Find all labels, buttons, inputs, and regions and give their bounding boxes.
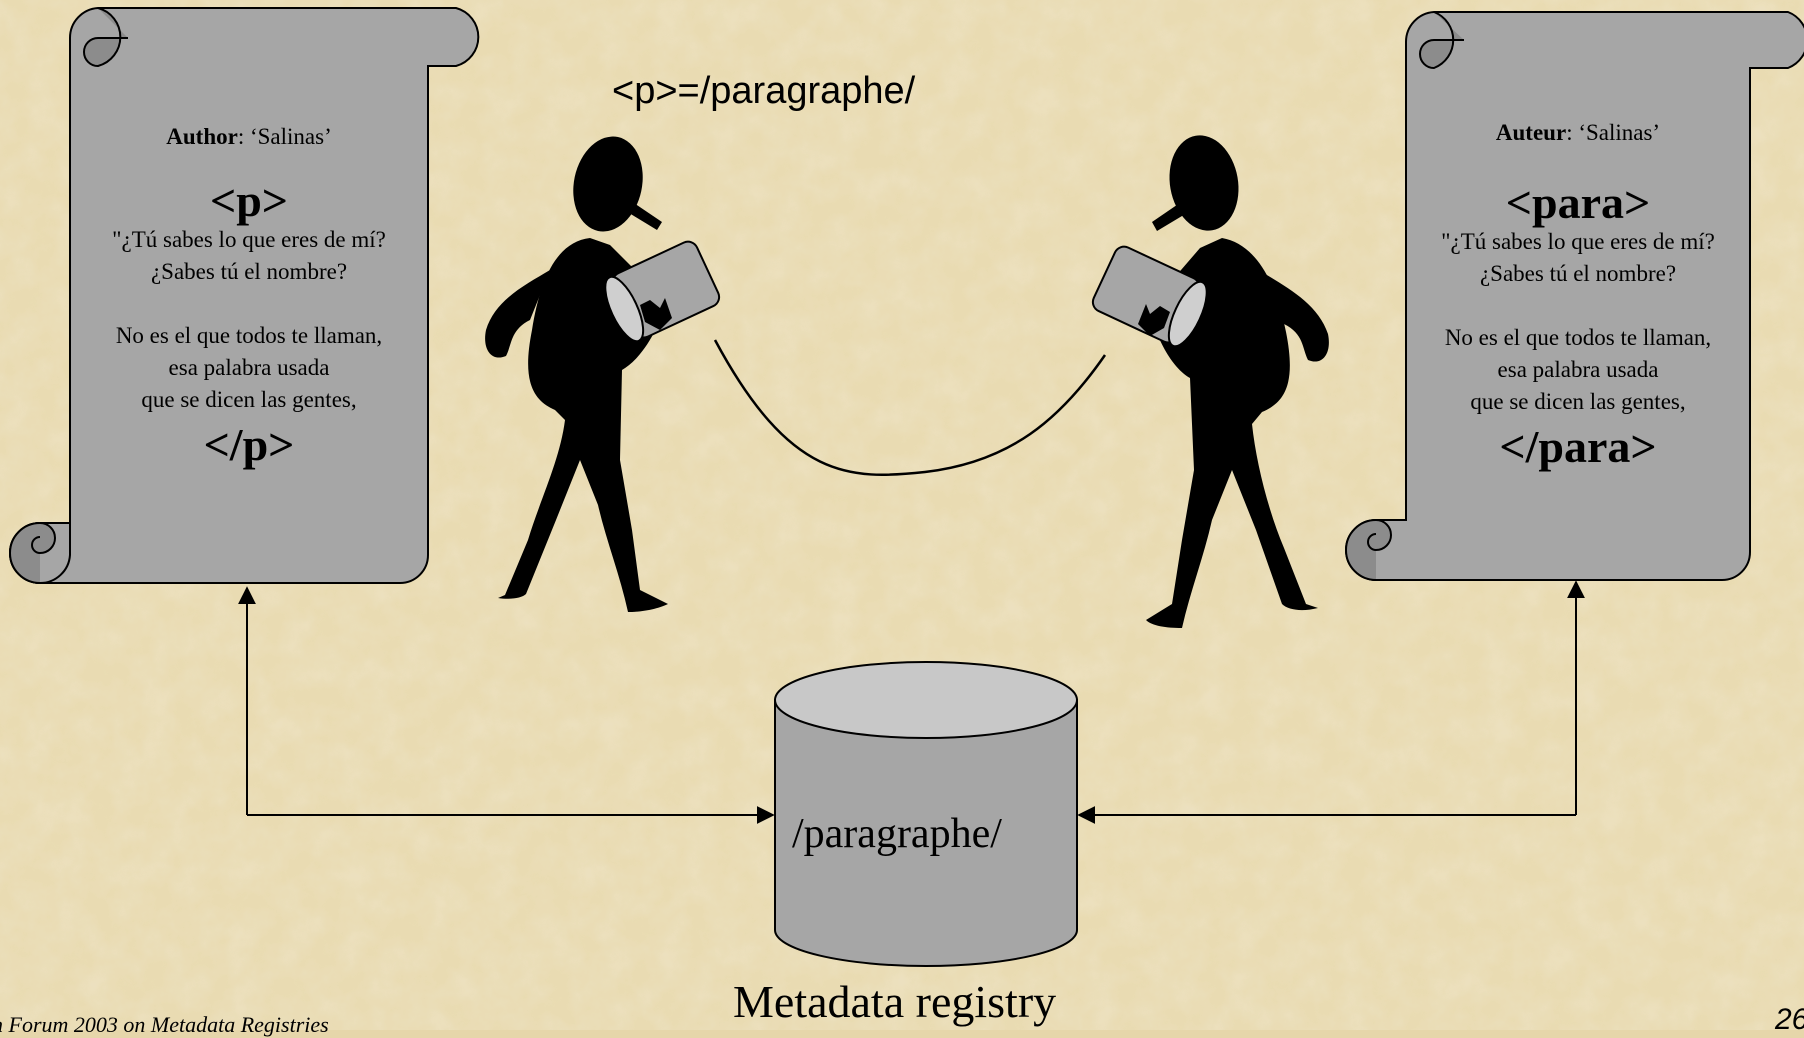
left-author-value: : ‘Salinas’ bbox=[237, 124, 332, 149]
left-poem-line: esa palabra usada bbox=[168, 355, 330, 380]
left-poem-line: que se dicen las gentes, bbox=[141, 387, 357, 412]
right-poem-line: "¿Tú sabes lo que eres de mí? bbox=[1441, 229, 1715, 254]
right-poem-line: esa palabra usada bbox=[1497, 357, 1659, 382]
right-author-value: : ‘Salinas’ bbox=[1566, 120, 1661, 145]
left-author-line: Author: ‘Salinas’ bbox=[70, 124, 428, 150]
right-open-tag: <para> bbox=[1505, 177, 1651, 228]
left-scroll bbox=[9, 7, 480, 585]
left-close-tag: </p> bbox=[203, 419, 295, 470]
right-figure-icon bbox=[1091, 135, 1329, 628]
footer-text: n Forum 2003 on Metadata Registries bbox=[0, 1012, 329, 1037]
right-scroll bbox=[1345, 11, 1804, 581]
left-author-key: Author bbox=[166, 124, 238, 149]
right-close-tag: </para> bbox=[1499, 421, 1657, 472]
right-poem-line: ¿Sabes tú el nombre? bbox=[1479, 261, 1677, 286]
right-author-line: Auteur: ‘Salinas’ bbox=[1406, 120, 1750, 146]
database-label: /paragraphe/ bbox=[792, 811, 1002, 857]
left-figure-icon bbox=[485, 136, 721, 612]
left-open-tag: <p> bbox=[209, 175, 288, 226]
left-poem-line: "¿Tú sabes lo que eres de mí? bbox=[112, 227, 386, 252]
database-cylinder bbox=[774, 661, 1078, 967]
connector-arrows bbox=[238, 580, 1585, 824]
registry-caption: Metadata registry bbox=[733, 976, 1057, 1027]
left-poem-line: ¿Sabes tú el nombre? bbox=[150, 259, 348, 284]
right-poem-line: que se dicen las gentes, bbox=[1470, 389, 1686, 414]
tin-can-string bbox=[713, 339, 1107, 476]
left-scroll-content: Author: ‘Salinas’ <p> "¿Tú sabes lo que … bbox=[70, 124, 428, 468]
right-poem-line: No es el que todos te llaman, bbox=[1444, 325, 1712, 350]
right-scroll-content: Auteur: ‘Salinas’ <para> "¿Tú sabes lo q… bbox=[1406, 120, 1750, 470]
right-author-key: Auteur bbox=[1495, 120, 1567, 145]
page-number: 26 bbox=[1775, 1003, 1804, 1036]
element-mapping-label: <p>=/paragraphe/ bbox=[612, 70, 916, 112]
left-poem-line: No es el que todos te llaman, bbox=[115, 323, 383, 348]
